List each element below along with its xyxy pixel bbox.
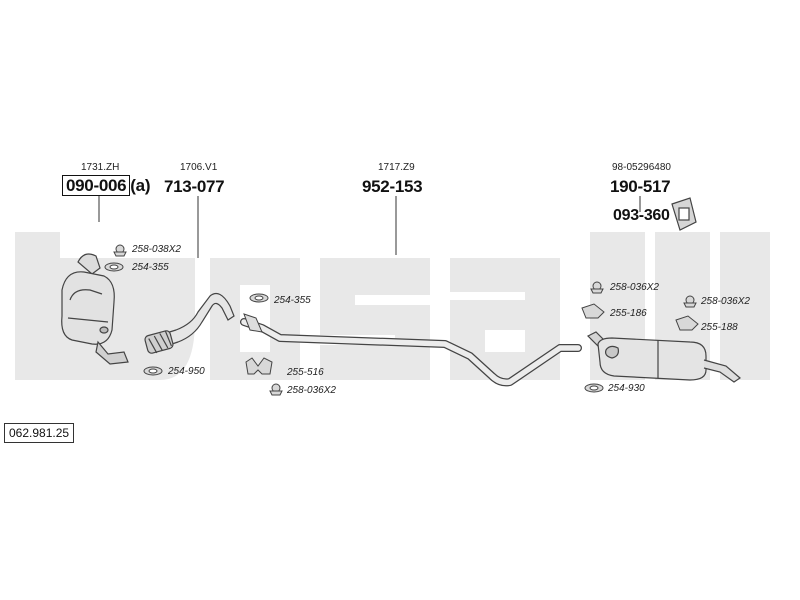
part-ref-label: 1717.Z9 (378, 162, 415, 173)
clamp-label[interactable]: 258-036X2 (287, 385, 336, 396)
clamp-icon (584, 383, 604, 393)
clamp-label[interactable]: 254-355 (132, 262, 169, 273)
hanger-icon (590, 281, 604, 294)
middle-pipe (240, 313, 582, 387)
clamp-icon (143, 366, 163, 376)
clamp-label[interactable]: 254-355 (274, 295, 311, 306)
clamp-label[interactable]: 255-186 (610, 308, 647, 319)
part-number-boxed[interactable]: 090-006 (62, 175, 131, 196)
rubber-mount-093-360 (671, 197, 697, 231)
clamp-label[interactable]: 255-188 (701, 322, 738, 333)
part-number-middle-pipe[interactable]: 952-153 (362, 177, 423, 196)
clamp-icon (249, 293, 269, 303)
clamp-label[interactable]: 254-930 (608, 383, 645, 394)
part-suffix: (a) (130, 176, 151, 195)
leader-lines (98, 196, 641, 258)
clamp-icons (104, 244, 699, 396)
part-ref-label: 1731.ZH (81, 162, 120, 173)
part-number-rear-muffler[interactable]: 190-517 (610, 177, 671, 196)
hanger-icon (113, 244, 127, 257)
clamp-label[interactable]: 258-036X2 (701, 296, 750, 307)
clamp-label[interactable]: 254-950 (168, 366, 205, 377)
part-number-catalytic-converter[interactable]: 090-006(a) (62, 175, 151, 196)
part-number-front-pipe[interactable]: 713-077 (164, 177, 225, 196)
clamp-label[interactable]: 258-036X2 (610, 282, 659, 293)
bracket-clamp-icon (675, 315, 699, 331)
clamp-icon (104, 262, 124, 272)
clamp-label[interactable]: 258-038X2 (132, 244, 181, 255)
bracket-clamp-icon (245, 357, 273, 375)
catalytic-converter (61, 253, 129, 365)
diagram-code: 062.981.25 (4, 423, 75, 443)
clamp-label[interactable]: 255-516 (287, 367, 324, 378)
part-number-rubber-mount[interactable]: 093-360 (613, 207, 670, 224)
front-pipe (144, 293, 235, 354)
bracket-clamp-icon (581, 303, 605, 319)
part-ref-label: 98-05296480 (612, 162, 671, 173)
flexible-bellows (144, 330, 174, 354)
part-ref-label: 1706.V1 (180, 162, 218, 173)
hanger-icon (269, 383, 283, 396)
hanger-icon (683, 295, 697, 308)
rear-muffler (586, 331, 741, 383)
